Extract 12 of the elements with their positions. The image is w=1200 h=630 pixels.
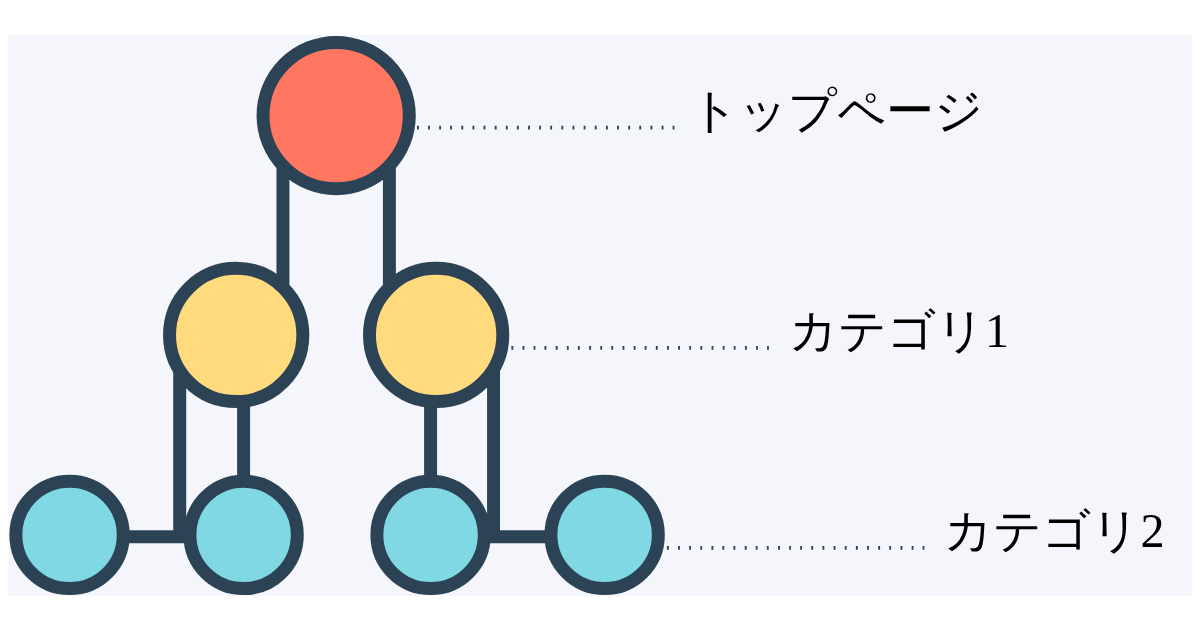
node-circle [9, 474, 130, 595]
connector [382, 165, 396, 287]
node-circle [163, 261, 310, 408]
node-circle [363, 261, 510, 408]
connector [276, 165, 290, 287]
node-text: トップページ [689, 83, 983, 137]
node-circle [370, 474, 491, 595]
node-circle [256, 35, 416, 195]
node-text: カテゴリ1 [788, 303, 1010, 357]
node-circle [183, 474, 304, 595]
node-circle [544, 474, 665, 595]
node-text: カテゴリ2 [944, 503, 1165, 557]
